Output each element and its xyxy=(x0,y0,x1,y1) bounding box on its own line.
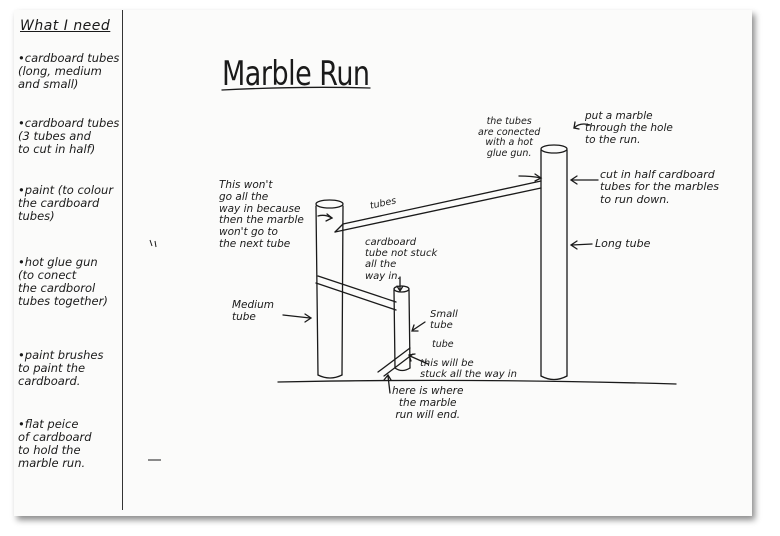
stuck-arrow xyxy=(409,355,429,365)
title-underline xyxy=(221,86,371,91)
label-tubes-connected: the tubes are conected with a hot glue g… xyxy=(478,116,541,159)
need-item-glue-gun: •hot glue gun (to conect the cardborol t… xyxy=(18,255,108,308)
upper-half-tube xyxy=(334,180,542,233)
label-stuck: this will be stuck all the way in xyxy=(420,358,517,381)
bottom-half-tube xyxy=(377,347,414,377)
label-long-tube: Long tube xyxy=(595,237,651,250)
medium-tube xyxy=(315,199,344,379)
label-cardboard-tube: cardboard tube not stuck all the way in. xyxy=(365,237,438,282)
medium-tube-arrow xyxy=(282,314,311,319)
pencil-marks xyxy=(148,239,161,461)
label-wont-go: This won't go all the way in because the… xyxy=(219,179,304,250)
long-tube-arrow xyxy=(571,243,593,246)
long-tube xyxy=(540,144,568,381)
lower-half-tube xyxy=(315,275,397,311)
worksheet-paper xyxy=(14,10,752,516)
need-item-paint: •paint (to colour the cardboard tubes) xyxy=(18,183,114,223)
need-item-tubes: •cardboard tubes (long, medium and small… xyxy=(18,51,120,91)
need-item-flat-cardboard: •flat peice of cardboard to hold the mar… xyxy=(18,417,92,470)
end-arrow xyxy=(387,375,391,394)
needs-list-title: What I need xyxy=(20,18,111,34)
need-item-brushes: •paint brushes to paint the cardboard. xyxy=(18,348,104,388)
small-tube-arrow xyxy=(412,321,426,331)
column-divider xyxy=(122,10,124,510)
label-end: here is where the marble run will end. xyxy=(392,385,464,421)
arrows xyxy=(282,121,599,394)
diagram-title: Marble Run xyxy=(222,54,370,94)
label-cut-in-half: cut in half cardboard tubes for the marb… xyxy=(600,168,719,206)
label-medium-tube: Medium tube xyxy=(232,299,274,323)
label-small-tube: Small tube xyxy=(430,309,458,332)
ground-line xyxy=(277,379,677,385)
put-marble-arrow xyxy=(573,123,591,129)
label-tube-word: tube xyxy=(432,339,454,350)
label-put-marble: put a marble through the hole to the run… xyxy=(585,110,673,146)
need-item-cut-tubes: •cardboard tubes (3 tubes and to cut in … xyxy=(18,116,120,156)
